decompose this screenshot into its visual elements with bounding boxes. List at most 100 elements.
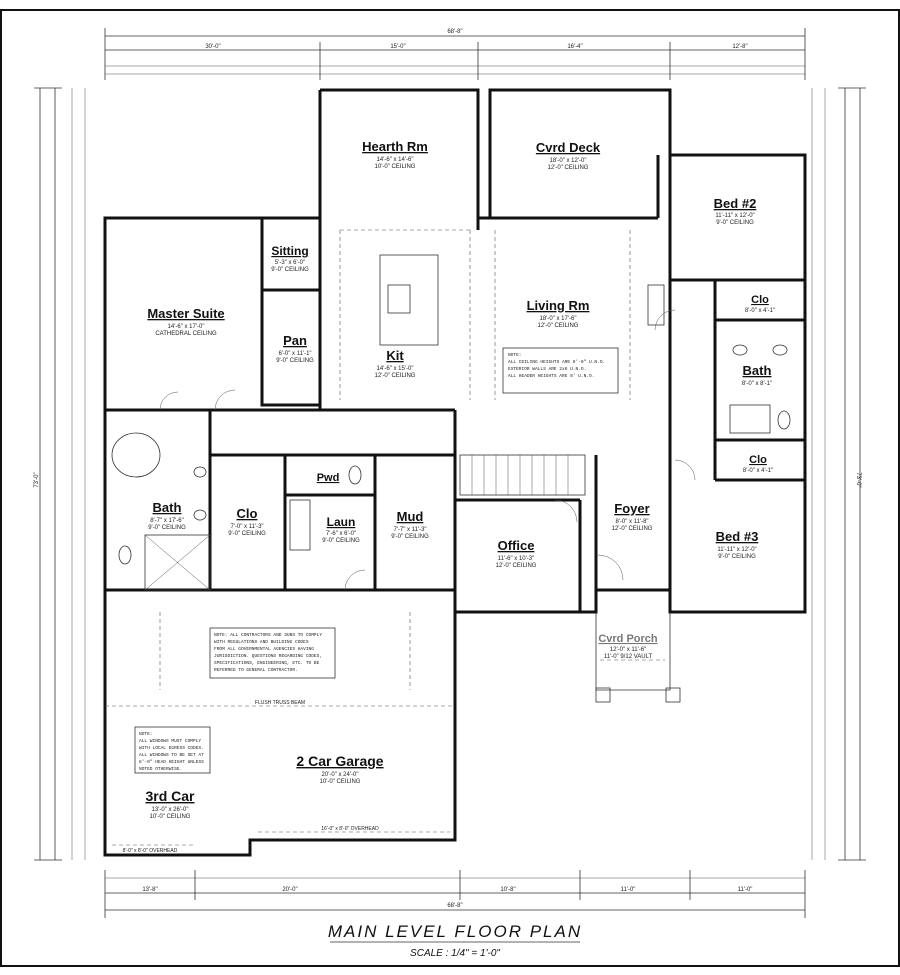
master-clo-ceiling: 9'-0" CEILING xyxy=(228,531,266,537)
thirdcar-note-4: ALL WINDOWS TO BE SET AT xyxy=(139,752,204,758)
porch-ceiling: 11'-0" 9/12 VAULT xyxy=(604,654,653,660)
office-ceiling: 12'-0" CEILING xyxy=(496,563,537,569)
garage-doors xyxy=(112,831,450,846)
dashed-lines xyxy=(105,229,665,707)
living-size: 18'-0" x 17'-6" xyxy=(540,316,577,322)
fixtures xyxy=(111,254,791,591)
pantry-name: Pan xyxy=(283,333,307,348)
living-ceiling: 12'-0" CEILING xyxy=(538,323,579,329)
master-bath-ceiling: 9'-0" CEILING xyxy=(148,525,186,531)
office-size: 11'-6" x 10'-3" xyxy=(498,556,534,562)
third-car-name: 3rd Car xyxy=(145,788,195,804)
master-clo-name: Clo xyxy=(237,506,258,521)
master-bath-name: Bath xyxy=(153,500,182,515)
pantry-size: 6'-0" x 11'-1" xyxy=(278,351,311,357)
living-note-3: EXTERIOR WALLS ARE 2x6 U.N.O. xyxy=(508,366,586,372)
bottom-dim-2: 20'-0" xyxy=(282,887,297,893)
right-overall-dim: 73'-0" xyxy=(855,472,861,487)
top-dim-4: 12'-8" xyxy=(732,44,747,50)
thirdcar-note-3: WITH LOCAL EGRESS CODES. xyxy=(139,745,204,751)
garage-ceiling: 10'-0" CEILING xyxy=(320,779,361,785)
sitting-ceiling: 9'-0" CEILING xyxy=(271,267,309,273)
laundry-size: 7'-6" x 6'-0" xyxy=(326,531,356,537)
kitchen-size: 14'-6" x 15'-0" xyxy=(377,366,414,372)
thirdcar-note-5: 8'-0" HEAD HEIGHT UNLESS xyxy=(139,759,204,765)
third-car-ceiling: 10'-0" CEILING xyxy=(150,814,191,820)
master-clo-size: 7'-0" x 11'-3" xyxy=(230,524,263,530)
bottom-dim-3: 10'-8" xyxy=(500,887,515,893)
thirdcar-note-1: NOTE: xyxy=(139,731,153,737)
sitting-name: Sitting xyxy=(271,244,308,258)
foyer-ceiling: 12'-0" CEILING xyxy=(612,526,653,532)
clo-lower-name: Clo xyxy=(749,454,767,466)
garage-note-4: JURISDICTION. QUESTIONS REGARDING CODES, xyxy=(214,653,322,659)
master-bath-size: 8'-7" x 17'-6" xyxy=(150,518,184,524)
mud-name: Mud xyxy=(397,509,424,524)
overall-width-dim: 68'-8" xyxy=(447,29,462,35)
living-note-1: NOTE: xyxy=(508,352,522,358)
bed2-name: Bed #2 xyxy=(714,196,757,211)
bed2-size: 11'-11" x 12'-0" xyxy=(715,213,754,219)
interior-walls xyxy=(105,155,805,703)
dimension-lines: 68'-8" 30'-0" 15'-0" 16'-4" 12'-8" 13'-8… xyxy=(34,28,866,918)
foyer-name: Foyer xyxy=(614,501,649,516)
garage-size: 20'-0" x 24'-0" xyxy=(322,772,359,778)
garage-note-6: REFERRED TO GENERAL CONTRACTOR. xyxy=(214,667,298,673)
overall-width-dim-bottom: 68'-8" xyxy=(447,903,462,909)
garage-note-1: NOTE: ALL CONTRACTORS AND SUBS TO COMPLY xyxy=(214,632,322,638)
bottom-dim-1: 13'-8" xyxy=(142,887,157,893)
plan-notes: NOTE: ALL CEILING HEIGHTS ARE 9'-0" U.N.… xyxy=(123,347,619,854)
garage-name: 2 Car Garage xyxy=(296,753,383,769)
foyer-size: 8'-0" x 11'-8" xyxy=(615,519,648,525)
pantry-ceiling: 9'-0" CEILING xyxy=(276,358,314,364)
master-size: 14'-6" x 17'-0" xyxy=(168,324,205,330)
drawing-title-block: MAIN LEVEL FLOOR PLAN SCALE : 1/4" = 1'-… xyxy=(328,922,582,959)
bath-right-size: 8'-0" x 8'-1" xyxy=(742,381,772,387)
bed2-ceiling: 9'-0" CEILING xyxy=(716,220,754,226)
top-dim-1: 30'-0" xyxy=(205,44,220,50)
mud-size: 7'-7" x 11'-3" xyxy=(393,527,426,533)
laundry-ceiling: 9'-0" CEILING xyxy=(322,538,360,544)
overhead-right-note: 16'-0" x 8'-0" OVERHEAD xyxy=(321,826,379,832)
kitchen-name: Kit xyxy=(386,348,404,363)
drawing-scale: SCALE : 1/4" = 1'-0" xyxy=(410,948,500,959)
overhead-left-note: 8'-0" x 8'-0" OVERHEAD xyxy=(123,848,178,854)
master-name: Master Suite xyxy=(147,306,224,321)
thirdcar-note-2: ALL WINDOWS MUST COMPLY xyxy=(139,738,201,744)
hearth-room-name: Hearth Rm xyxy=(362,139,428,154)
master-ceiling: CATHEDRAL CEILING xyxy=(155,331,217,337)
bed3-size: 11'-11" x 12'-0" xyxy=(717,547,756,553)
garage-note-3: FROM ALL GOVERNMENTAL AGENCIES HAVING xyxy=(214,646,314,652)
bottom-dim-4: 11'-0" xyxy=(621,887,636,893)
left-overall-dim: 73'-0" xyxy=(34,472,40,487)
clo-upper-size: 8'-0" x 4'-1" xyxy=(745,308,775,314)
deck-size: 18'-0" x 12'-0" xyxy=(550,158,587,164)
laundry-name: Laun xyxy=(327,515,356,529)
thirdcar-note-6: NOTED OTHERWISE. xyxy=(139,766,182,772)
top-dim-2: 15'-0" xyxy=(390,44,405,50)
powder-name: Pwd xyxy=(317,472,340,484)
clo-upper-name: Clo xyxy=(751,294,769,306)
drawing-title: MAIN LEVEL FLOOR PLAN xyxy=(328,922,582,941)
third-car-size: 13'-0" x 26'-0" xyxy=(152,807,189,813)
deck-name: Cvrd Deck xyxy=(536,140,601,155)
beam-note: FLUSH TRUSS BEAM xyxy=(255,700,305,706)
hearth-room-size: 14'-6" x 14'-6" xyxy=(377,157,414,163)
sitting-size: 5'-3" x 6'-0" xyxy=(275,260,305,266)
garage-note-5: SPECIFICATIONS, ENGINEERING, ETC. TO BE xyxy=(214,660,320,666)
porch-size: 12'-0" x 11'-6" xyxy=(610,647,646,653)
bath-right-name: Bath xyxy=(743,363,772,378)
clo-lower-size: 8'-0" x 4'-1" xyxy=(743,468,773,474)
bottom-dim-5: 11'-0" xyxy=(738,887,753,893)
garage-note-2: WITH REGULATIONS AND BUILDING CODES xyxy=(214,639,309,645)
kitchen-ceiling: 12'-0" CEILING xyxy=(375,373,416,379)
room-labels: Hearth Rm 14'-6" x 14'-6" 10'-0" CEILING… xyxy=(145,139,775,820)
porch-name: Cvrd Porch xyxy=(598,633,658,645)
bed3-name: Bed #3 xyxy=(716,529,759,544)
bed3-ceiling: 9'-0" CEILING xyxy=(718,554,756,560)
deck-ceiling: 12'-0" CEILING xyxy=(548,165,589,171)
living-note-2: ALL CEILING HEIGHTS ARE 9'-0" U.N.O. xyxy=(508,359,605,365)
living-name: Living Rm xyxy=(527,298,590,313)
top-dim-3: 16'-4" xyxy=(567,44,582,50)
